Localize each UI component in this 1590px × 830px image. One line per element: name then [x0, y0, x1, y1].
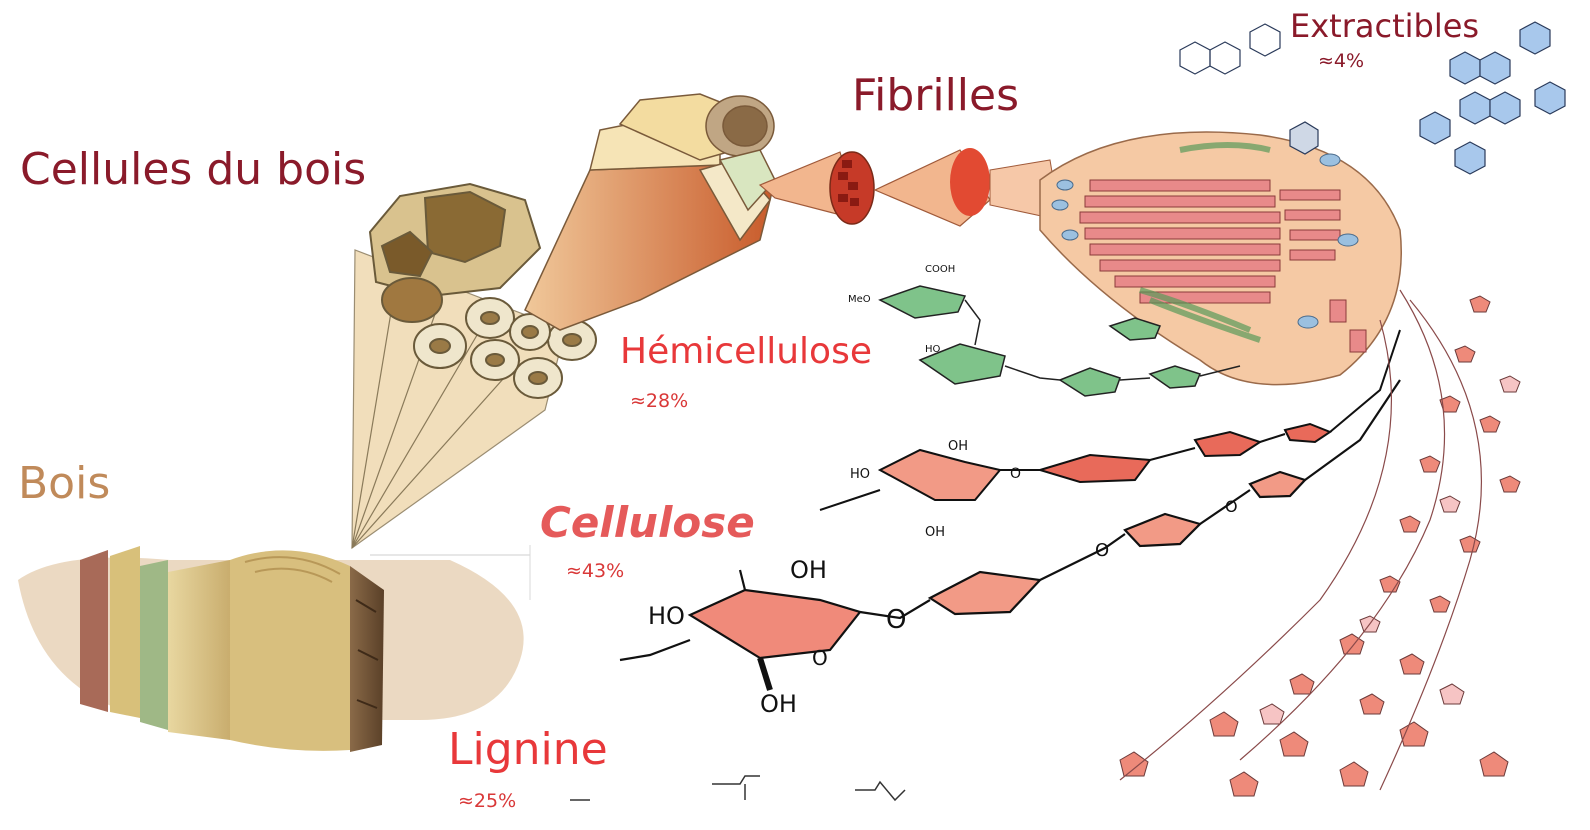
cellulose-lower-o4-label: O — [1225, 497, 1238, 516]
cellulose-lower-o3-label: O — [1095, 540, 1109, 561]
lignin-pct: ≈25% — [458, 792, 516, 811]
cellulose-lower-ho-label: HO — [648, 602, 685, 630]
cellulose-upper-ho-label: HO — [850, 467, 870, 482]
cellulose-label: Cellulose — [540, 502, 755, 544]
cellulose-lower-oh-label: OH — [790, 556, 827, 584]
cells-label: Cellules du bois — [20, 148, 366, 192]
cellulose-upper-oh2-label: OH — [925, 525, 945, 540]
lignin-label: Lignine — [448, 728, 608, 772]
hemi-ho-label: HO — [925, 344, 941, 355]
cellulose-upper-oh-label: OH — [948, 439, 968, 454]
fibrils-label: Fibrilles — [852, 74, 1019, 118]
wood-label: Bois — [18, 462, 110, 506]
microfibril-structure — [1040, 132, 1401, 385]
hemicellulose-label: Hémicellulose — [620, 334, 872, 370]
wood-log-illustration — [18, 546, 524, 752]
extractives-pct: ≈4% — [1318, 52, 1364, 71]
cooh-label: COOH — [925, 264, 955, 275]
extractives-label: Extractibles — [1290, 10, 1479, 42]
cell-wall-layers — [525, 94, 775, 330]
cellulose-pct: ≈43% — [566, 562, 624, 581]
cellulose-upper-o-label: O — [1010, 466, 1021, 482]
cellulose-lower-oh2-label: OH — [760, 690, 797, 718]
lignin-fragments — [570, 776, 905, 800]
fibril-bundles — [760, 148, 1060, 226]
cellulose-lower-o-label: O — [886, 605, 906, 635]
meo-label: MeO — [848, 294, 871, 305]
hemicellulose-pct: ≈28% — [630, 392, 688, 411]
cellulose-lower-o2-label: O — [812, 646, 828, 670]
